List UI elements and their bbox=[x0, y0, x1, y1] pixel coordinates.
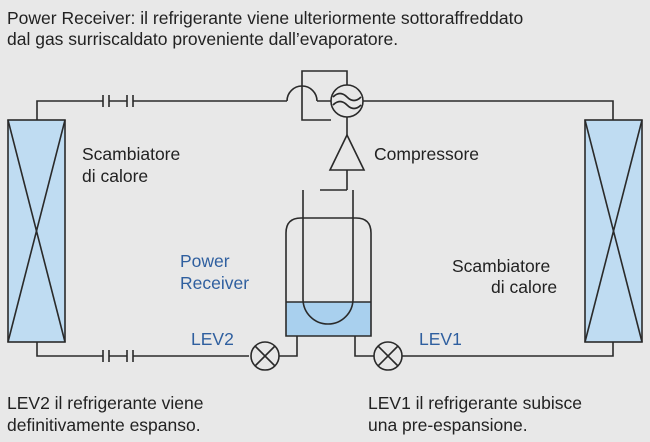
pipe-top-left bbox=[36, 100, 331, 120]
lev1-note-line-2: una pre-espansione. bbox=[368, 415, 528, 435]
lev1-note-line-1: LEV1 il refrigerante subisce bbox=[368, 393, 582, 413]
four-way-valve bbox=[330, 84, 364, 118]
power-receiver-vessel bbox=[285, 190, 372, 337]
pipe-top-right bbox=[363, 100, 614, 120]
right-exchanger-label-2: di calore bbox=[491, 277, 558, 297]
compressor-label: Compressore bbox=[374, 144, 480, 164]
power-receiver-label-2: Receiver bbox=[180, 273, 250, 293]
compressor-symbol bbox=[328, 133, 366, 171]
left-exchanger-label-2: di calore bbox=[82, 166, 149, 186]
pipe-bottom-right bbox=[402, 342, 614, 357]
lev2-note-line-1: LEV2 il refrigerante viene bbox=[7, 393, 204, 413]
right-exchanger-label-1: Scambiatore bbox=[452, 256, 551, 276]
receiver-u-tube bbox=[302, 190, 354, 325]
lev2-label: LEV2 bbox=[191, 329, 234, 349]
lev1-label: LEV1 bbox=[419, 329, 462, 349]
power-receiver-label-1: Power bbox=[180, 251, 230, 271]
left-exchanger-label-1: Scambiatore bbox=[82, 144, 181, 164]
header-line-1: Power Receiver: il refrigerante viene ul… bbox=[7, 8, 524, 28]
lev2-note-line-2: definitivamente espanso. bbox=[7, 415, 201, 435]
pipe-bottom-left bbox=[36, 342, 249, 357]
header-line-2: dal gas surriscaldato proveniente dall’e… bbox=[7, 29, 399, 49]
pipe-loop-top bbox=[301, 70, 348, 101]
